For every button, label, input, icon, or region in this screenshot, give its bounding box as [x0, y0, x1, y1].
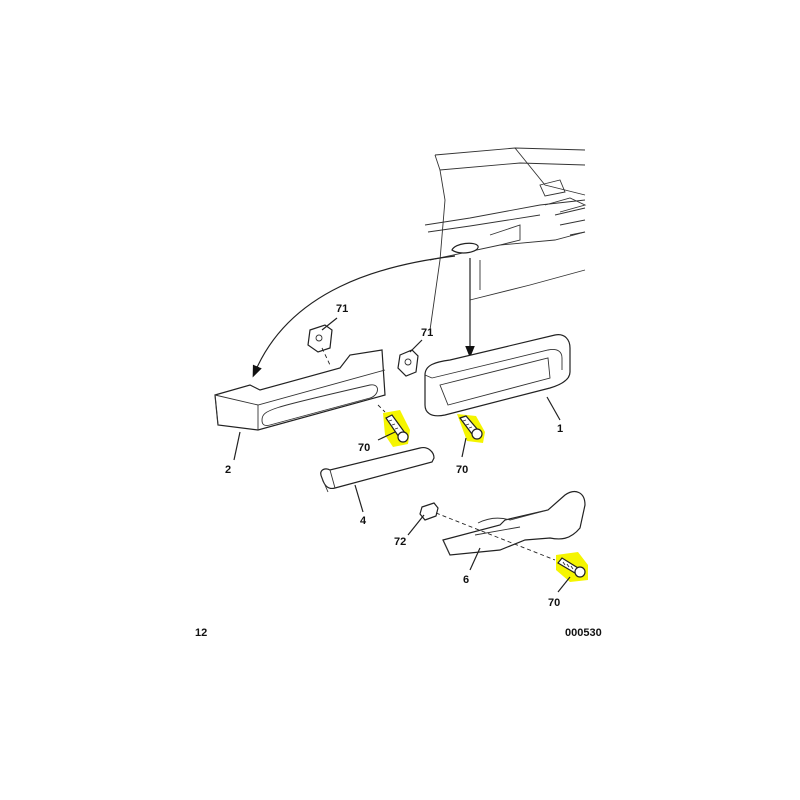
- dash-clip72-handle: [435, 512, 556, 561]
- dash-clip71-part2: [321, 347, 331, 366]
- callout-clip-71-right: 71: [421, 327, 433, 339]
- door-handle-on-car: [451, 242, 479, 254]
- arrow-to-part-2: [252, 255, 456, 378]
- screw-70-a: [385, 414, 409, 443]
- callout-part-2: 2: [225, 464, 231, 476]
- dash-screw-part2: [377, 404, 386, 413]
- figure-code: 000530: [565, 627, 602, 639]
- callout-screw-70-b: 70: [456, 464, 468, 476]
- page-number: 12: [195, 627, 207, 639]
- car-door-outline: [424, 147, 587, 331]
- callout-part-6: 6: [463, 574, 469, 586]
- screw-70-c: [557, 557, 586, 578]
- callout-clip-71-left: 71: [336, 303, 348, 315]
- pull-handle-part-6: [442, 491, 586, 556]
- screw-70-b: [459, 415, 483, 440]
- callout-part-1: 1: [557, 423, 563, 435]
- callout-clip-72: 72: [394, 536, 406, 548]
- clip-71-left: [307, 324, 333, 353]
- clip-71-right: [397, 349, 419, 377]
- pad-part-4: [320, 447, 435, 493]
- callout-screw-70-c: 70: [548, 597, 560, 609]
- armrest-part-2: [214, 349, 386, 431]
- clip-72: [419, 502, 439, 521]
- callout-part-4: 4: [360, 515, 367, 527]
- armrest-part-1: [424, 334, 571, 417]
- leader-lines: [233, 317, 571, 593]
- callout-screw-70-a: 70: [358, 442, 370, 454]
